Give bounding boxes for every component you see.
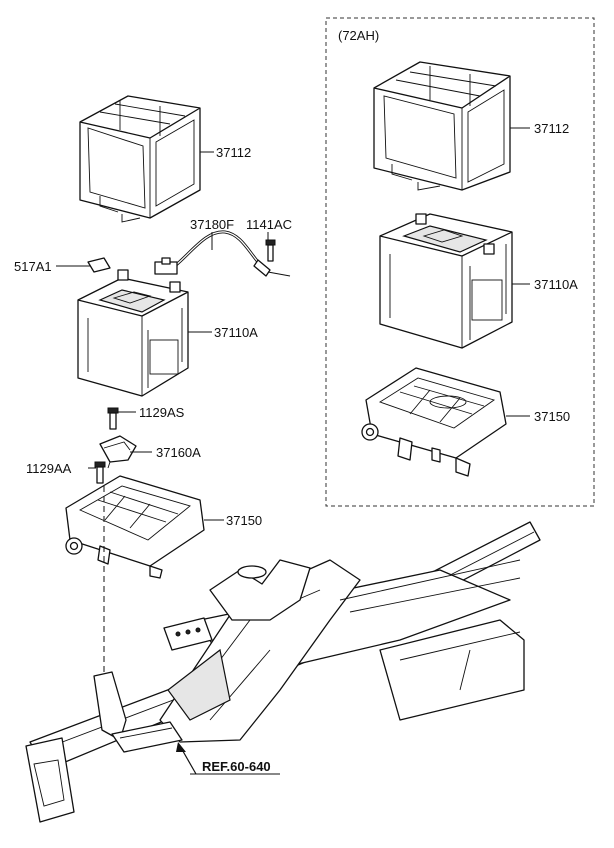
label-cable: 37180F	[190, 217, 234, 232]
label-bolt-1141ac: 1141AC	[246, 217, 292, 232]
bracket-37160a	[99, 435, 137, 469]
label-battery-std: 37110A	[214, 325, 258, 340]
battery-cover-72ah	[373, 61, 511, 191]
variant-title: (72AH)	[338, 28, 379, 43]
vehicle-frame	[25, 521, 541, 823]
label-battery-72ah: 37110A	[534, 277, 578, 292]
label-reference: REF.60-640	[202, 759, 271, 774]
battery-tray-std	[65, 475, 205, 579]
battery-cover-std	[79, 95, 201, 223]
label-cover-std: 37112	[216, 145, 251, 160]
ref-arrow	[176, 742, 197, 775]
label-sticker: 517A1	[14, 259, 52, 274]
label-tray-std: 37150	[226, 513, 262, 528]
battery-cable	[154, 230, 291, 277]
label-bolt-1129as: 1129AS	[139, 405, 185, 420]
bolt-1141ac	[265, 239, 276, 262]
label-tray-72ah: 37150	[534, 409, 570, 424]
label-cover-72ah: 37112	[534, 121, 569, 136]
sticker-517a1	[87, 257, 111, 273]
label-bracket: 37160A	[156, 445, 201, 460]
bolt-1129aa	[94, 461, 106, 484]
leader-lines	[56, 127, 530, 775]
variant-72ah-frame	[325, 17, 595, 507]
battery-std	[77, 269, 189, 397]
battery-tray-72ah	[361, 367, 507, 477]
label-bolt-1129aa: 1129AA	[26, 461, 72, 476]
bolt-1129as	[107, 407, 119, 430]
battery-72ah	[379, 213, 513, 349]
